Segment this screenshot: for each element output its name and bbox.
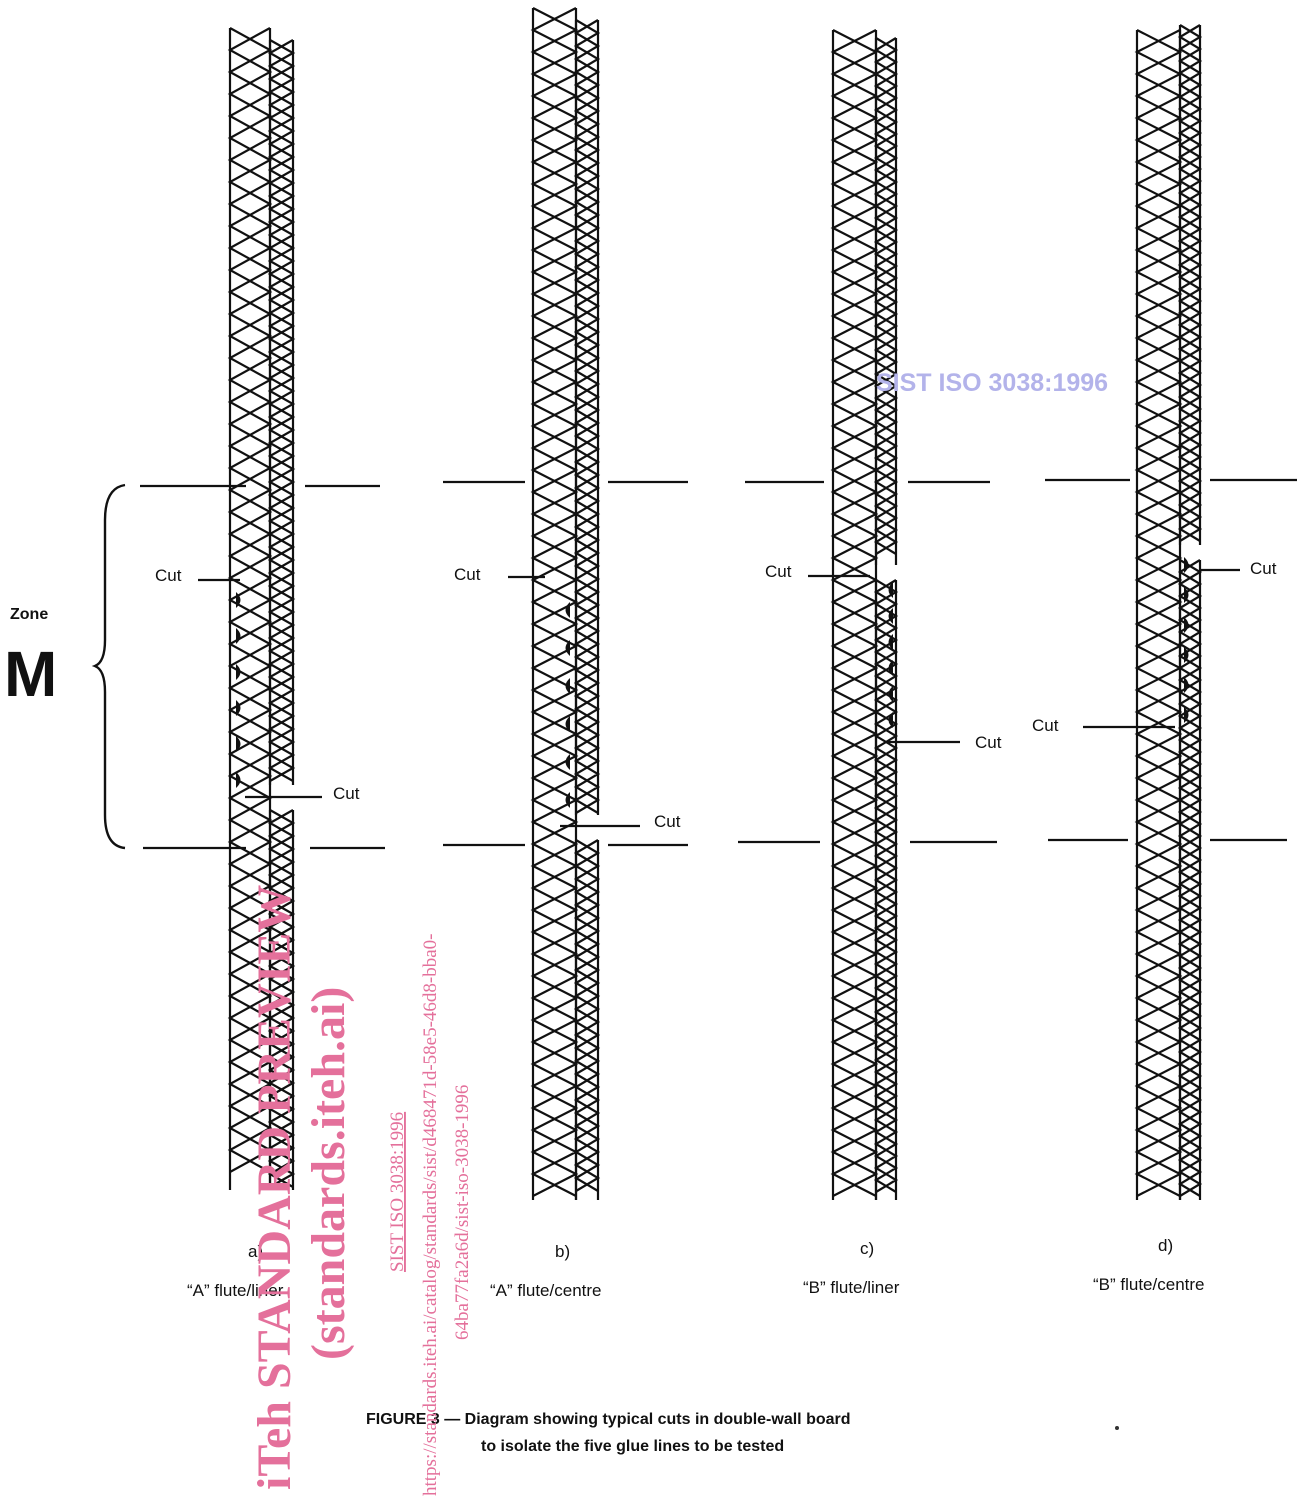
glue-bump xyxy=(888,608,893,624)
cut-label-b-upper: Cut xyxy=(454,565,481,584)
glue-bump xyxy=(236,664,241,680)
panel-b-flute-inner-upper xyxy=(573,19,601,815)
figure-caption-line-2: to isolate the five glue lines to be tes… xyxy=(481,1438,784,1455)
glue-bump xyxy=(565,602,570,618)
glue-bump xyxy=(236,772,241,788)
glue-bump xyxy=(1184,647,1189,663)
panel-c-letter: c) xyxy=(860,1239,874,1258)
panel-d-letter: d) xyxy=(1158,1236,1173,1255)
watermark-sist-blue: SIST ISO 3038:1996 xyxy=(876,369,1108,397)
panel-d-glue xyxy=(1184,557,1189,723)
cut-label-b-lower: Cut xyxy=(654,812,681,831)
speck-mark xyxy=(1115,1426,1119,1430)
panel-c-title: “B” flute/liner xyxy=(803,1278,900,1297)
zone-letter: M xyxy=(4,638,57,710)
cut-label-c-lower: Cut xyxy=(975,733,1002,752)
glue-bump xyxy=(236,592,241,608)
glue-bump xyxy=(236,736,241,752)
panel-c-flute-outer xyxy=(830,29,879,1200)
panel-d-flute-outer xyxy=(1134,29,1183,1200)
glue-bump xyxy=(1184,617,1189,633)
flute-zigzag xyxy=(1134,29,1183,1197)
glue-bump xyxy=(888,582,893,598)
glue-bump xyxy=(565,678,570,694)
panel-c-flute-inner-upper xyxy=(873,37,899,565)
panel-a-flute-inner-upper xyxy=(267,39,296,785)
glue-bump xyxy=(888,634,893,650)
panel-b-glue xyxy=(565,602,570,808)
glue-bump xyxy=(236,700,241,716)
panel-b-flute-inner-lower xyxy=(573,839,601,1200)
panel-d-title: “B” flute/centre xyxy=(1093,1275,1205,1294)
flute-zigzag xyxy=(830,29,879,1197)
flute-zigzag xyxy=(573,19,601,814)
watermark-sist-small: SIST ISO 3038:1996 xyxy=(387,1112,408,1272)
glue-bump xyxy=(888,686,893,702)
board-walls xyxy=(227,7,1203,1200)
flute-zigzag xyxy=(1177,559,1203,1197)
figure-caption-line-1: FIGURE 3 — Diagram showing typical cuts … xyxy=(366,1411,851,1428)
glue-bump xyxy=(565,716,570,732)
watermark-url-1: https://standards.iteh.ai/catalog/standa… xyxy=(420,933,441,1496)
panel-b-letter: b) xyxy=(555,1242,570,1261)
flute-zigzag xyxy=(267,39,296,782)
glue-lines xyxy=(236,557,1189,808)
glue-bump xyxy=(565,754,570,770)
glue-bump xyxy=(888,660,893,676)
cut-marks xyxy=(198,568,1240,828)
flute-zigzag xyxy=(873,579,899,1193)
cut-label-d-upper: Cut xyxy=(1250,559,1277,578)
glue-bump xyxy=(1184,587,1189,603)
flute-zigzag xyxy=(267,809,296,1188)
flute-zigzag xyxy=(1177,24,1203,542)
panel-d-flute-inner-lower xyxy=(1177,559,1203,1200)
panel-a-title: “A” flute/liner xyxy=(187,1281,284,1300)
zone-label: Zone xyxy=(10,606,48,623)
glue-bump xyxy=(236,628,241,644)
panel-a-letter: a) xyxy=(248,1242,263,1261)
glue-bump xyxy=(1184,707,1189,723)
cut-label-c-upper: Cut xyxy=(765,562,792,581)
glue-bump xyxy=(1184,557,1189,573)
panel-a-flute-inner-lower xyxy=(267,809,296,1190)
panel-c-glue xyxy=(888,582,893,728)
glue-bump xyxy=(1184,677,1189,693)
cut-label-a-upper: Cut xyxy=(155,566,182,585)
flute-zigzag xyxy=(573,839,601,1192)
watermark-url-2: 64ba77fa2a6d/sist-iso-3038-1996 xyxy=(452,1085,473,1340)
zone-boundary-lines xyxy=(140,478,1297,850)
cut-label-a-lower: Cut xyxy=(333,784,360,803)
flute-zigzag xyxy=(873,37,899,555)
zone-brace xyxy=(91,483,126,850)
watermark-iteh: iTeh STANDARD PREVIEW (standards.iteh.ai… xyxy=(248,885,473,1496)
panel-d-flute-inner-upper xyxy=(1177,24,1203,545)
flute-zigzag xyxy=(530,7,579,1197)
cut-label-d-lower: Cut xyxy=(1032,716,1059,735)
glue-bump xyxy=(888,712,893,728)
glue-bump xyxy=(565,640,570,656)
glue-bump xyxy=(565,792,570,808)
panel-c-flute-inner-lower xyxy=(873,579,899,1200)
panel-a-glue xyxy=(236,592,241,788)
watermark-iteh-domain: (standards.iteh.ai) xyxy=(302,987,355,1360)
panel-b-title: “A” flute/centre xyxy=(490,1281,602,1300)
watermark-iteh-preview: iTeh STANDARD PREVIEW xyxy=(248,885,301,1490)
flute-zigzag xyxy=(227,27,273,1173)
